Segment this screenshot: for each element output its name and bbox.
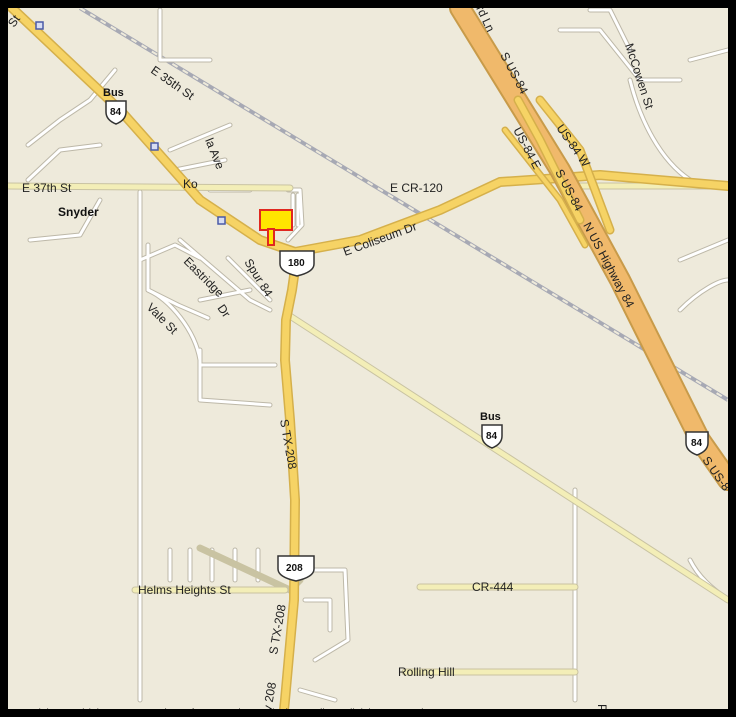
label-s-tx-208-c: y 208 xyxy=(260,681,279,713)
svg-text:84: 84 xyxy=(110,107,122,118)
bus-84-shield-top: Bus 84 xyxy=(103,87,127,125)
label-cr-444: CR-444 xyxy=(472,580,514,594)
svg-text:Bus: Bus xyxy=(480,411,501,423)
railroad-line xyxy=(78,6,730,402)
poi-markers xyxy=(35,21,226,225)
us-180-shield: 180 xyxy=(279,250,315,277)
svg-text:84: 84 xyxy=(486,431,498,442)
label-rolling-hill: Rolling Hill xyxy=(398,665,455,679)
label-e-37th-st: E 37th St xyxy=(22,181,72,195)
location-marker[interactable] xyxy=(259,209,293,246)
us-84-shield-right: 84 xyxy=(685,431,709,456)
svg-text:208: 208 xyxy=(286,563,303,574)
label-helms-heights-st: Helms Heights St xyxy=(138,583,231,597)
svg-text:Bus: Bus xyxy=(103,87,124,99)
edge-letter: P xyxy=(595,704,609,712)
bus-84-shield-mid: Bus 84 xyxy=(480,411,503,449)
place-snyder: Snyder xyxy=(58,205,99,219)
svg-text:84: 84 xyxy=(691,438,703,449)
tx-208-shield: 208 xyxy=(277,555,315,582)
svg-text:180: 180 xyxy=(288,258,305,269)
highway-us84 xyxy=(449,0,736,491)
label-koala: Ko xyxy=(183,177,198,191)
local-roads xyxy=(4,182,732,676)
label-e-cr-120: E CR-120 xyxy=(390,181,443,195)
